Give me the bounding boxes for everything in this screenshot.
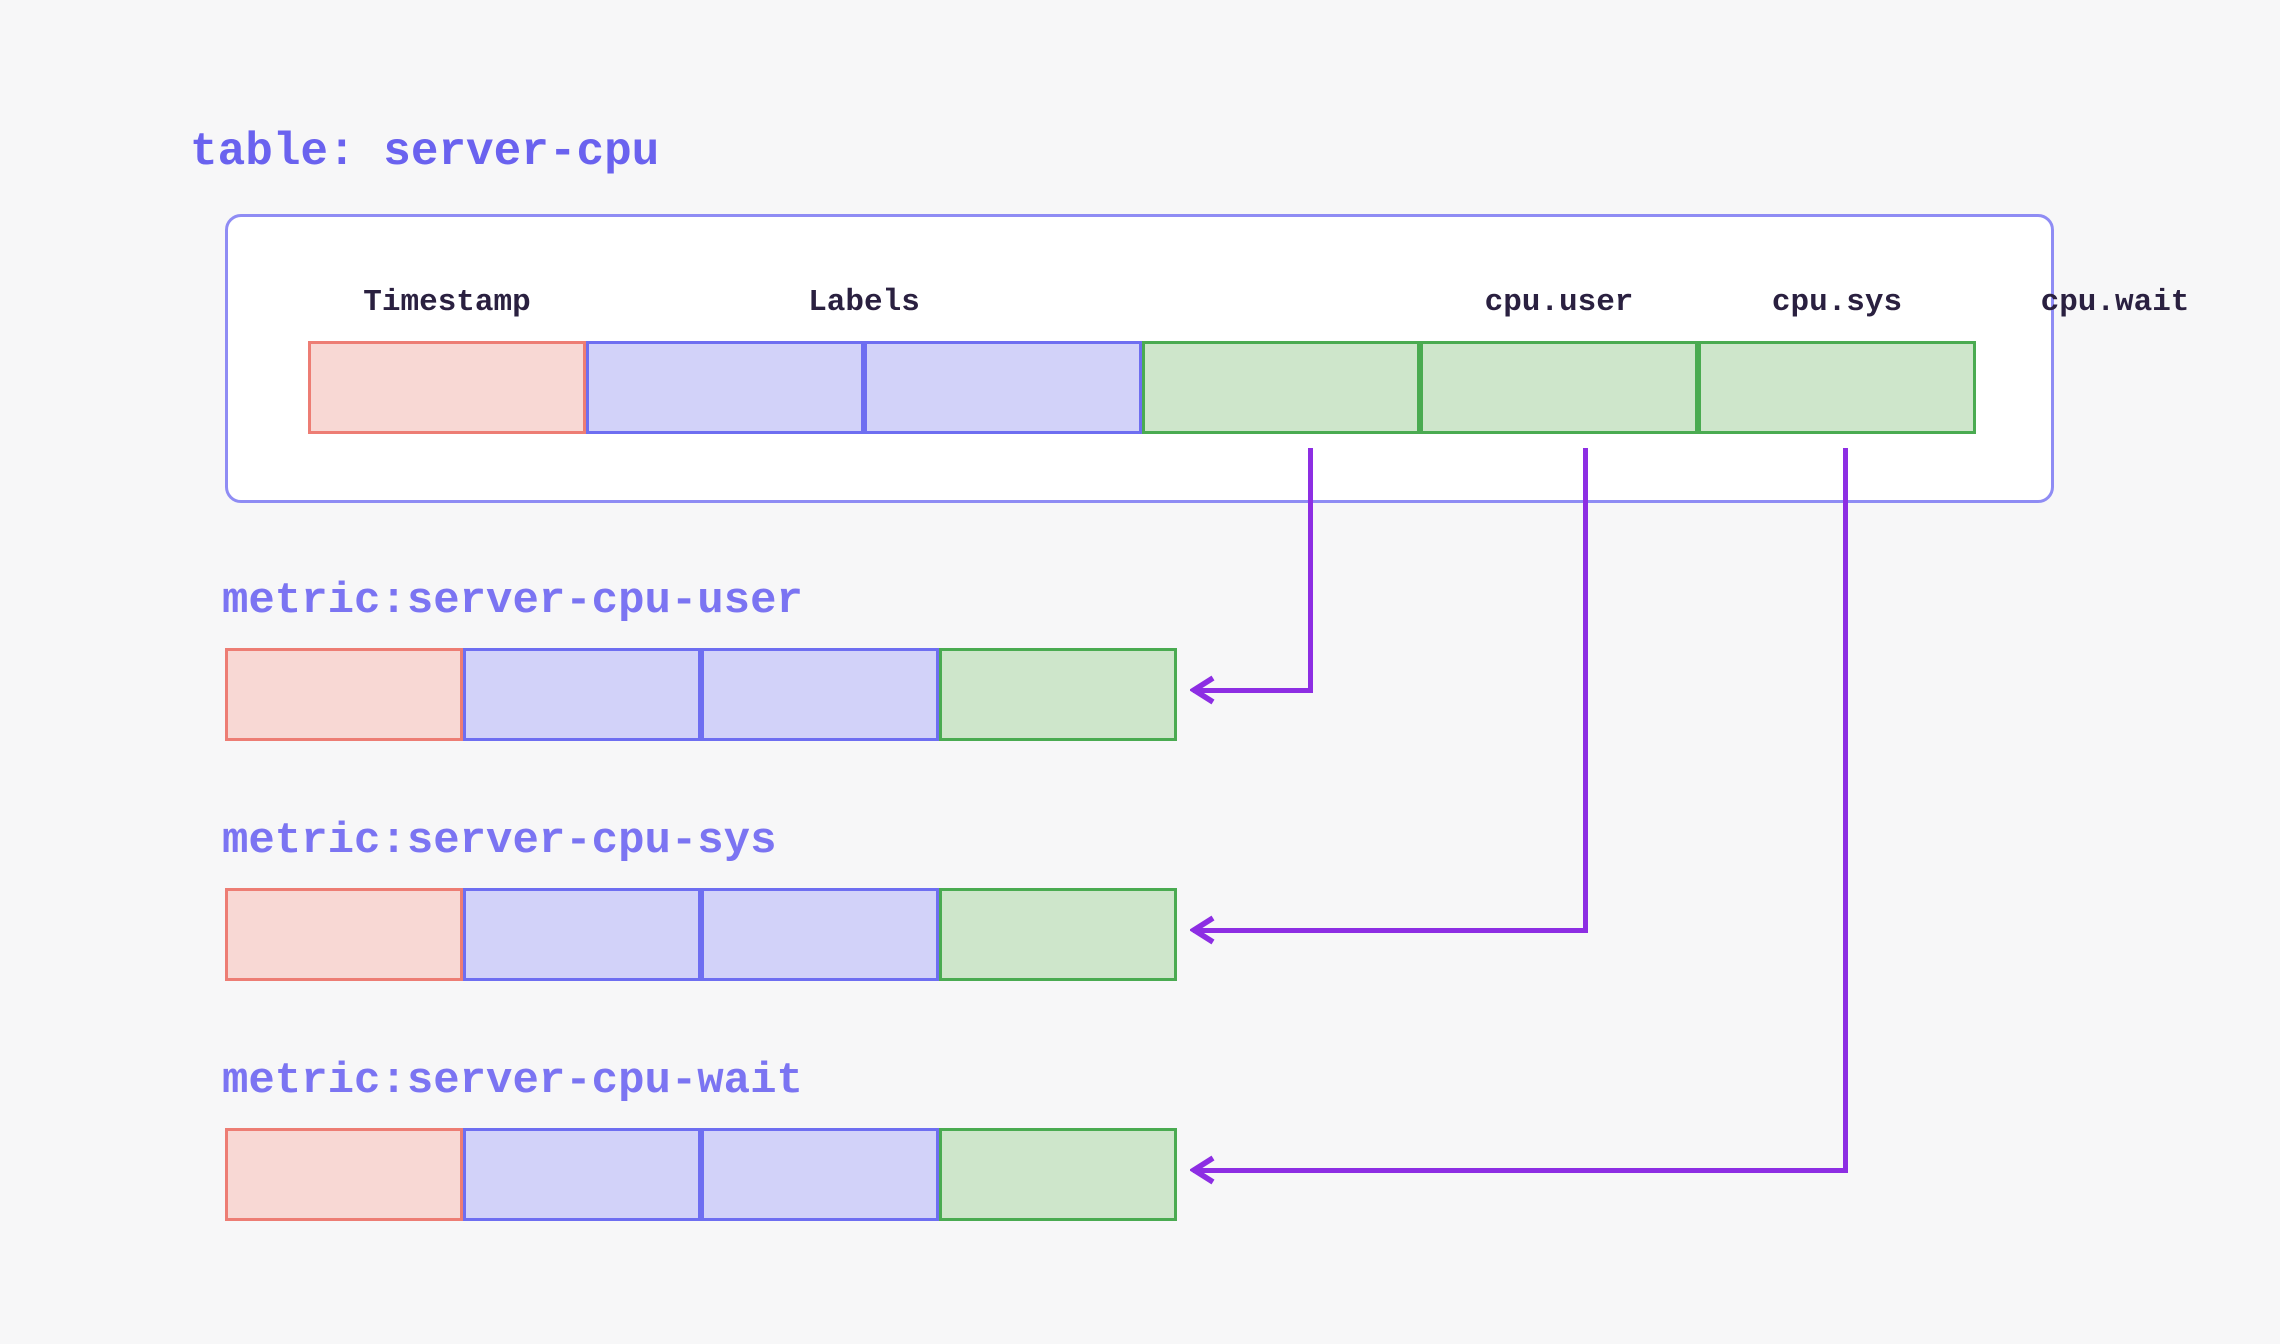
arrow-horizontal-line <box>1193 928 1588 933</box>
metric-cell-label-1 <box>463 1128 701 1221</box>
metric-cell-label-2 <box>701 888 939 981</box>
metric-cell-label-1 <box>463 648 701 741</box>
metric-group-server-cpu-sys: metric:server-cpu-sys <box>0 816 2280 1056</box>
arrow-vertical-line <box>1843 448 1848 1173</box>
column-header-labels: Labels <box>808 285 920 320</box>
table-title: table: server-cpu <box>190 126 660 178</box>
metric-group-server-cpu-wait: metric:server-cpu-wait <box>0 1056 2280 1296</box>
arrow-head-icon <box>1190 915 1215 945</box>
metric-cell-label-2 <box>701 1128 939 1221</box>
table-box: Timestamp Labels cpu.user cpu.sys cpu.wa… <box>225 214 2189 503</box>
metric-cell-value <box>939 648 1177 741</box>
metric-cell-timestamp <box>225 648 463 741</box>
table-cell-labels-1 <box>586 341 864 434</box>
metric-title: metric:server-cpu-user <box>222 576 803 626</box>
table-cell-cpu-user <box>1142 341 1420 434</box>
metric-cell-value <box>939 888 1177 981</box>
metric-group-server-cpu-user: metric:server-cpu-user <box>0 576 2280 816</box>
arrow-vertical-line <box>1583 448 1588 933</box>
arrow-horizontal-line <box>1193 688 1313 693</box>
arrow-vertical-line <box>1308 448 1313 693</box>
column-header-cpu-wait: cpu.wait <box>2040 285 2190 320</box>
column-header-cpu-sys: cpu.sys <box>1771 285 1903 320</box>
arrow-horizontal-line <box>1193 1168 1848 1173</box>
metric-title: metric:server-cpu-wait <box>222 1056 803 1106</box>
metric-title: metric:server-cpu-sys <box>222 816 777 866</box>
metric-cell-label-1 <box>463 888 701 981</box>
column-header-timestamp: Timestamp <box>363 285 531 320</box>
column-header-cpu-user: cpu.user <box>1484 285 1634 320</box>
metric-cell-value <box>939 1128 1177 1221</box>
table-cell-timestamp <box>308 341 586 434</box>
table-cell-labels-2 <box>864 341 1142 434</box>
metric-cell-label-2 <box>701 648 939 741</box>
metric-cell-timestamp <box>225 1128 463 1221</box>
table-cell-cpu-sys <box>1420 341 1698 434</box>
arrow-head-icon <box>1190 675 1215 705</box>
metric-cell-timestamp <box>225 888 463 981</box>
table-cell-cpu-wait <box>1698 341 1976 434</box>
arrow-head-icon <box>1190 1155 1215 1185</box>
